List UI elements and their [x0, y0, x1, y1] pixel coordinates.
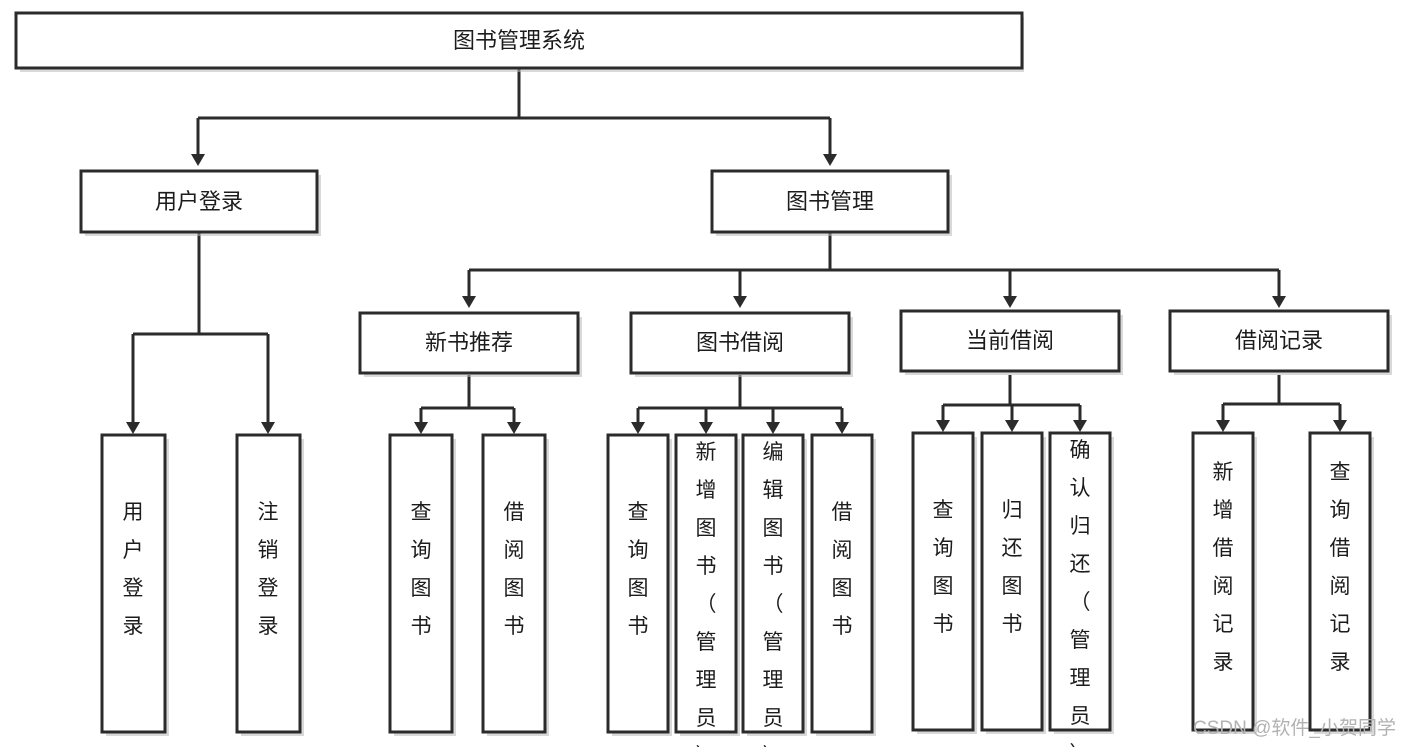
node-leaf-query-book-1[interactable]: 查询图书: [388, 433, 456, 736]
edges-layer: [126, 68, 1347, 434]
node-leaf-edit-book-label: 编辑图书（管理员）: [763, 441, 784, 747]
node-book-borrow[interactable]: 图书借阅: [629, 311, 853, 377]
node-current-borrow[interactable]: 当前借阅: [899, 309, 1123, 375]
node-leaf-query-book-3[interactable]: 查询图书: [911, 431, 977, 734]
node-leaf-add-book-label: 新增图书（管理员）: [696, 441, 717, 747]
node-borrow-record[interactable]: 借阅记录: [1168, 309, 1392, 375]
node-user-login-label: 用户登录: [155, 189, 243, 214]
node-leaf-query-book-2-label: 查询图书: [628, 501, 649, 638]
node-leaf-user-login[interactable]: 用户登录: [100, 433, 169, 736]
node-leaf-return-book-label: 归还图书: [1002, 499, 1023, 636]
node-book-manage-label: 图书管理: [786, 189, 874, 214]
node-leaf-borrow-book-2[interactable]: 借阅图书: [810, 433, 876, 736]
node-root-label: 图书管理系统: [453, 28, 585, 53]
node-leaf-logout-login[interactable]: 注销登录: [235, 433, 304, 736]
node-leaf-add-book[interactable]: 新增图书（管理员）: [674, 433, 740, 747]
csdn-watermark: CSDN @软件_小贺同学: [1193, 717, 1396, 739]
node-leaf-confirm-return-label: 确认归还（管理员）: [1070, 439, 1091, 747]
node-leaf-borrow-book-1[interactable]: 借阅图书: [481, 433, 549, 736]
node-new-book-recommend[interactable]: 新书推荐: [358, 311, 582, 377]
node-leaf-edit-book[interactable]: 编辑图书（管理员）: [741, 433, 807, 747]
node-leaf-return-book[interactable]: 归还图书: [980, 431, 1046, 734]
node-book-borrow-label: 图书借阅: [696, 330, 784, 355]
node-leaf-add-record-label: 新增借阅记录: [1213, 461, 1234, 674]
node-leaf-query-book-2[interactable]: 查询图书: [606, 433, 672, 736]
node-root[interactable]: 图书管理系统: [14, 11, 1024, 72]
node-leaf-borrow-book-1-label: 借阅图书: [504, 501, 525, 638]
node-book-manage[interactable]: 图书管理: [710, 169, 952, 236]
node-leaf-borrow-book-2-label: 借阅图书: [832, 501, 853, 638]
node-leaf-query-book-3-label: 查询图书: [933, 499, 954, 636]
node-leaf-add-record[interactable]: 新增借阅记录: [1191, 431, 1257, 734]
node-leaf-query-record[interactable]: 查询借阅记录: [1308, 431, 1374, 734]
node-leaf-user-login-label: 用户登录: [123, 501, 144, 638]
node-leaf-logout-login-label: 注销登录: [258, 501, 279, 638]
node-user-login[interactable]: 用户登录: [79, 169, 321, 236]
node-leaf-query-record-label: 查询借阅记录: [1330, 461, 1351, 674]
node-leaf-confirm-return[interactable]: 确认归还（管理员）: [1048, 431, 1114, 747]
node-leaf-query-book-1-label: 查询图书: [411, 501, 432, 638]
node-new-book-recommend-label: 新书推荐: [425, 330, 513, 355]
node-borrow-record-label: 借阅记录: [1235, 328, 1323, 353]
node-current-borrow-label: 当前借阅: [966, 328, 1054, 353]
